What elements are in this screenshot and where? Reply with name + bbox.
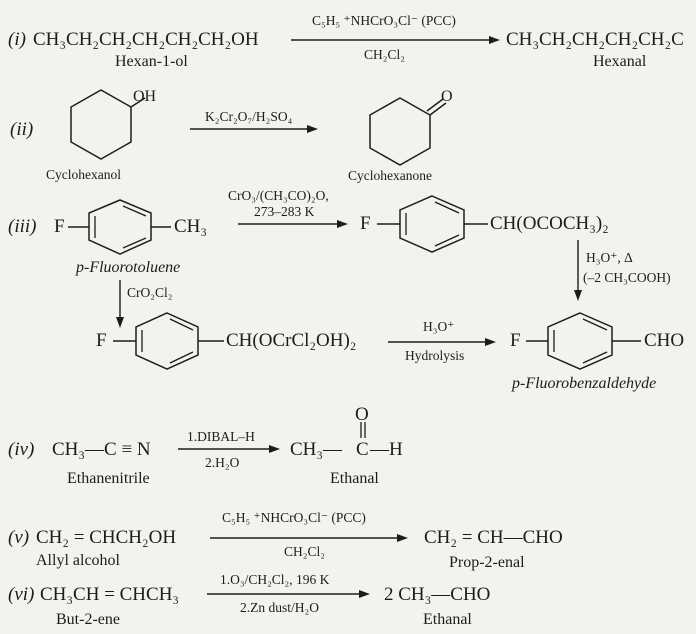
reaction-5-product: CH₂ = CH—CHO xyxy=(424,527,563,548)
cyclohexanol-oh-bond xyxy=(130,97,146,108)
reaction-2-number: (ii) xyxy=(10,119,34,140)
cyclohexanone-co-bond-a xyxy=(429,102,447,116)
reaction-5-reactant: CH₂ = CHCH₂OH xyxy=(36,527,177,548)
reaction-6-reagent-bottom: 2.Zn dust/H₂O xyxy=(240,600,319,615)
reaction-3-hydrolysis-1-top: H₃O⁺, Δ xyxy=(586,250,633,265)
reaction-2-product-name: Cyclohexanone xyxy=(348,168,432,183)
reaction-3-hydrolysis-arrowhead xyxy=(485,338,496,346)
reaction-4-arrowhead xyxy=(269,445,280,453)
reaction-3-hydrolysis-2-bottom: Hydrolysis xyxy=(405,348,465,363)
reaction-2-arrowhead xyxy=(307,125,318,133)
cyclohexanone-o-label: O xyxy=(441,88,453,105)
reaction-4-product-name: Ethanal xyxy=(330,470,379,487)
intermediate-2-substituent: CH(OCrCl₂OH)₂ xyxy=(226,330,357,351)
cyclohexanone-co-bond-b xyxy=(426,98,444,112)
reaction-2-reagent: K₂Cr₂O₇/H₂SO₄ xyxy=(205,109,293,124)
reaction-6-product-name: Ethanal xyxy=(423,611,472,628)
fluorotoluene-f-label: F xyxy=(54,216,65,237)
reaction-4-reactant-name: Ethanenitrile xyxy=(67,470,150,487)
fluorobenzaldehyde-f-label: F xyxy=(510,330,521,351)
reaction-1-reagent-bottom: CH₂Cl₂ xyxy=(364,47,405,62)
ethanal-ch3-label: CH₃— xyxy=(290,439,343,460)
reaction-1-reagent-top: C₅H₅ ⁺NHCrO₃Cl⁻ (PCC) xyxy=(312,13,456,28)
reaction-3-hydrolysis-2-top: H₃O⁺ xyxy=(423,319,455,334)
intermediate-1-f-label: F xyxy=(360,213,371,234)
intermediate-1-inner-bond-3 xyxy=(434,234,460,247)
intermediate-1-substituent: CH(OCOCH₃)₂ xyxy=(490,213,609,234)
fluorotoluene-ring xyxy=(88,199,152,255)
fluorobenzaldehyde-cho-label: CHO xyxy=(644,330,685,351)
reaction-5-arrowhead xyxy=(397,534,408,542)
reaction-4-reactant: CH₃—C ≡ N xyxy=(52,439,151,460)
reaction-1-arrowhead xyxy=(489,36,500,44)
reaction-5-reagent-top: C₅H₅ ⁺NHCrO₃Cl⁻ (PCC) xyxy=(222,510,366,525)
intermediate-2-inner-bond-3 xyxy=(169,351,194,364)
ethanal-o-label: O xyxy=(355,404,369,425)
reaction-1-product: CH₃CH₂CH₂CH₂CH₂C xyxy=(506,29,684,50)
fluorotoluene-inner-bond-3 xyxy=(122,237,147,249)
ethanal-h-label: —H xyxy=(370,439,403,460)
reaction-3-arrowhead-down-left xyxy=(116,317,124,328)
reaction-1-reactant: CH₃CH₂CH₂CH₂CH₂CH₂OH xyxy=(33,29,259,50)
reaction-1-product-name: Hexanal xyxy=(593,53,647,70)
cyclohexanol-oh-label: OH xyxy=(133,88,157,105)
reaction-6-reactant-name: But-2-ene xyxy=(56,611,120,628)
reaction-3-arrowhead-right xyxy=(337,220,348,228)
reaction-6-number: (vi) xyxy=(8,584,35,605)
reaction-1-reactant-name: Hexan-1-ol xyxy=(115,53,188,70)
reaction-3-product-name: p-Fluorobenzaldehyde xyxy=(512,375,657,392)
reaction-2-reactant-name: Cyclohexanol xyxy=(46,167,121,182)
reaction-5-reagent-bottom: CH₂Cl₂ xyxy=(284,544,325,559)
fluorotoluene-ch3-label: CH₃ xyxy=(174,216,208,237)
reaction-3-reagent-top-2: 273–283 K xyxy=(254,204,315,219)
intermediate-1-ring xyxy=(399,195,465,253)
reaction-5-number: (v) xyxy=(8,527,30,548)
reaction-3-reagent-down: CrO₂Cl₂ xyxy=(127,285,173,300)
intermediate-2-ring xyxy=(135,312,199,370)
reaction-4-reagent-bottom: 2.H₂O xyxy=(205,455,240,470)
intermediate-2-inner-bond-2 xyxy=(169,318,194,331)
intermediate-1-inner-bond-2 xyxy=(434,201,460,214)
reaction-3-hydrolysis-1-bottom: (–2 CH₃COOH) xyxy=(583,270,671,285)
cyclohexanone-ring xyxy=(369,97,431,166)
reaction-6-arrowhead xyxy=(359,590,370,598)
fluorobenzaldehyde-ring xyxy=(547,312,613,370)
reaction-6-reactant: CH₃CH = CHCH₃ xyxy=(40,584,180,605)
reaction-5-product-name: Prop-2-enal xyxy=(449,554,525,571)
reaction-6-product: 2 CH₃—CHO xyxy=(384,584,491,605)
fluorotoluene-inner-bond-2 xyxy=(122,205,147,217)
reaction-4-reagent-top: 1.DIBAL–H xyxy=(187,429,255,444)
reaction-3-number: (iii) xyxy=(8,216,37,237)
reaction-5-reactant-name: Allyl alcohol xyxy=(36,552,120,569)
reaction-4-number: (iv) xyxy=(8,439,35,460)
intermediate-2-f-label: F xyxy=(96,330,107,351)
reaction-3-arrowhead-down-right xyxy=(574,290,582,301)
reaction-6-reagent-top: 1.O₃/CH₂Cl₂, 196 K xyxy=(220,572,330,587)
ethanal-c-label: C xyxy=(356,439,369,460)
reaction-3-reactant-name: p-Fluorotoluene xyxy=(76,259,181,276)
reaction-3-reagent-top-1: CrO₃/(CH₃CO)₂O, xyxy=(228,188,329,203)
reaction-1-number: (i) xyxy=(8,29,26,50)
cyclohexanol-ring xyxy=(70,89,132,160)
fluorobenzaldehyde-inner-bond-2 xyxy=(582,318,608,331)
fluorobenzaldehyde-inner-bond-3 xyxy=(582,351,608,364)
